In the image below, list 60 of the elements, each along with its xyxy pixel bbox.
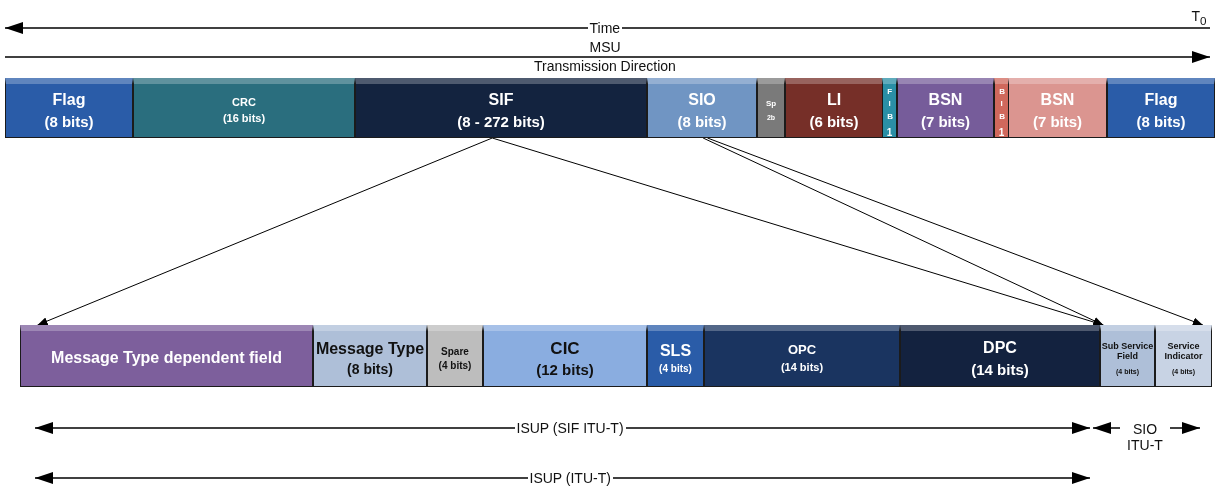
field-box: [704, 325, 900, 387]
field-label: DPC: [983, 339, 1017, 358]
span-label: ISUP (SIF ITU-T): [514, 420, 626, 437]
field-label: BIB: [999, 85, 1004, 124]
field-label: Spare: [441, 345, 469, 357]
field-box: [313, 325, 427, 387]
field-label: Service Indicator: [1163, 341, 1204, 362]
bit-size-label: (14 bits): [780, 361, 824, 374]
field-label: Sp: [765, 98, 777, 109]
field-label: OPC: [787, 343, 817, 359]
bit-size-label: (8 bits): [677, 112, 727, 130]
field-box: [900, 325, 1100, 387]
field-box: [5, 78, 133, 138]
field-label: Message Type: [315, 339, 425, 359]
bit-size-label: (16 bits): [222, 112, 266, 125]
field-box: [757, 78, 785, 138]
bit-size-label: 1: [886, 126, 893, 139]
bit-size-label: (12 bits): [536, 361, 594, 379]
bit-size-label: (8 bits): [347, 361, 393, 378]
field-label: BSN: [1040, 91, 1075, 110]
field-box: [427, 325, 483, 387]
field-box: [1100, 325, 1155, 387]
arrow: [707, 137, 1204, 326]
bit-size-label: (8 bits): [44, 112, 94, 130]
field-box: [897, 78, 994, 138]
field-label: Message Type dependent field: [51, 349, 282, 368]
field-label: CIC: [550, 338, 580, 359]
bit-size-label: (8 - 272 bits): [457, 112, 545, 130]
field-box: [20, 325, 313, 387]
field-label: Flag: [1144, 91, 1178, 110]
field-label: SLS: [659, 342, 692, 361]
field-label: CRC: [232, 96, 256, 109]
field-label: SIO: [688, 91, 716, 110]
arrow: [702, 137, 1104, 326]
field-box: [882, 78, 897, 138]
bit-size-label: 1: [998, 126, 1005, 139]
field-label: SIF: [488, 91, 514, 110]
field-label: LI: [826, 91, 842, 110]
field-box: [483, 325, 647, 387]
bit-size-label: (4 bits): [659, 363, 692, 375]
field-box: [647, 325, 704, 387]
bit-size-label: (7 bits): [920, 112, 971, 130]
field-box: [1107, 78, 1215, 138]
field-label: Flag: [52, 91, 86, 110]
field-label: BSN: [928, 91, 963, 110]
bit-size-label: (6 bits): [809, 112, 859, 130]
field-label: FIB: [887, 85, 892, 124]
span-label: ISUP (ITU-T): [527, 470, 613, 487]
bit-size-label: (14 bits): [971, 360, 1029, 378]
field-box: [133, 78, 355, 138]
field-box: [647, 78, 757, 138]
field-box: [1008, 78, 1107, 138]
field-box: [785, 78, 883, 138]
bit-size-label: (8 bits): [1136, 112, 1186, 130]
field-label: Sub Service Field: [1101, 341, 1154, 362]
field-box: [1155, 325, 1212, 387]
bit-size-label: (4 bits): [438, 360, 472, 372]
bit-size-label: (7 bits): [1032, 112, 1083, 130]
field-box: [355, 78, 647, 138]
arrow: [37, 137, 493, 326]
